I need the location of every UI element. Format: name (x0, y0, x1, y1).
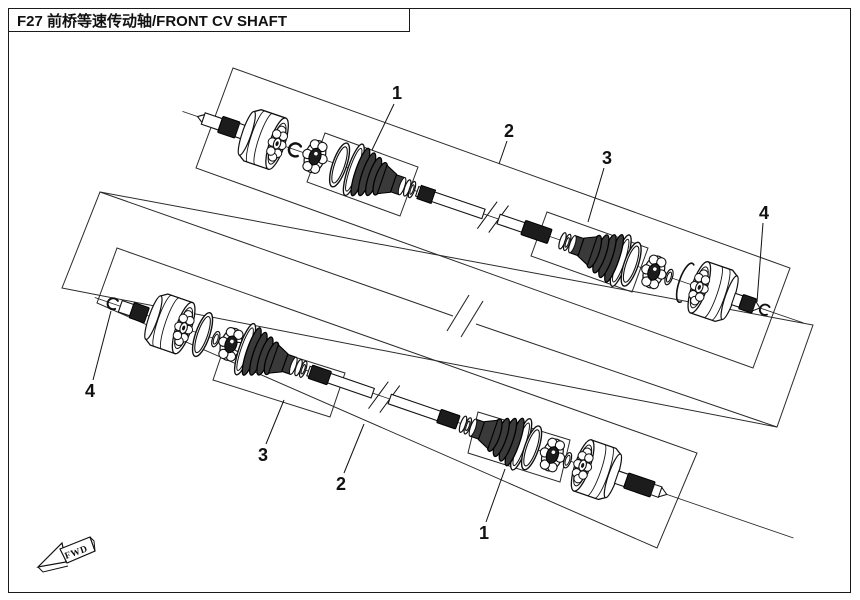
callout-4: 4 (756, 203, 769, 303)
outer-cv-housing (233, 105, 296, 173)
bottom-assembly-box (96, 247, 698, 549)
shaft-spline-end (436, 409, 461, 430)
cv-boot (338, 141, 414, 214)
shaft-spline-end (416, 184, 437, 205)
top-cv-shaft-assembly (182, 105, 804, 349)
shaft-spline-end (520, 220, 553, 244)
frame-break-line (99, 191, 778, 428)
callout-label-1: 1 (392, 83, 402, 103)
outer-cv-housing (565, 437, 626, 503)
callout-label-4: 4 (759, 203, 769, 223)
bottom-cv-shaft-assembly (94, 289, 794, 539)
axle-shaft (387, 393, 442, 422)
fwd-direction-arrow: FWD (36, 536, 96, 573)
arrow-head (36, 541, 67, 568)
callout-label-1: 1 (479, 523, 489, 543)
frame-break-marks (446, 294, 484, 338)
callout-4: 4 (85, 310, 112, 401)
ball-cage-race (636, 251, 672, 293)
callout-1: 1 (371, 83, 402, 151)
callout-label-2: 2 (504, 121, 514, 141)
shaft-tip (751, 300, 761, 312)
callout-label-3: 3 (258, 445, 268, 465)
page-title: F27 前桥等速传动轴/FRONT CV SHAFT (17, 12, 288, 30)
bottom-assembly-callouts: 4 3 2 1 (85, 310, 506, 543)
top-assembly-box (195, 67, 791, 369)
arrow-shadow-edge (37, 565, 69, 573)
callout-3: 3 (258, 399, 285, 465)
callout-label-4: 4 (85, 381, 95, 401)
callout-3: 3 (587, 148, 612, 223)
shaft-spline-end (307, 364, 332, 386)
title-box: F27 前桥等速传动轴/FRONT CV SHAFT (8, 8, 410, 32)
arrow-shadow-edge (89, 536, 96, 552)
spline-section (128, 302, 150, 324)
spline-section (623, 472, 656, 498)
callout-2: 2 (336, 423, 365, 494)
axle-shaft (496, 213, 526, 233)
callout-label-2: 2 (336, 474, 346, 494)
callout-2: 2 (498, 121, 514, 165)
callout-label-3: 3 (602, 148, 612, 168)
ball-cage-race (297, 136, 333, 177)
callout-1: 1 (479, 468, 506, 543)
shaft-tip (657, 486, 668, 498)
top-assembly-callouts: 1 2 3 4 (371, 83, 769, 303)
inner-cv-housing (682, 259, 743, 325)
